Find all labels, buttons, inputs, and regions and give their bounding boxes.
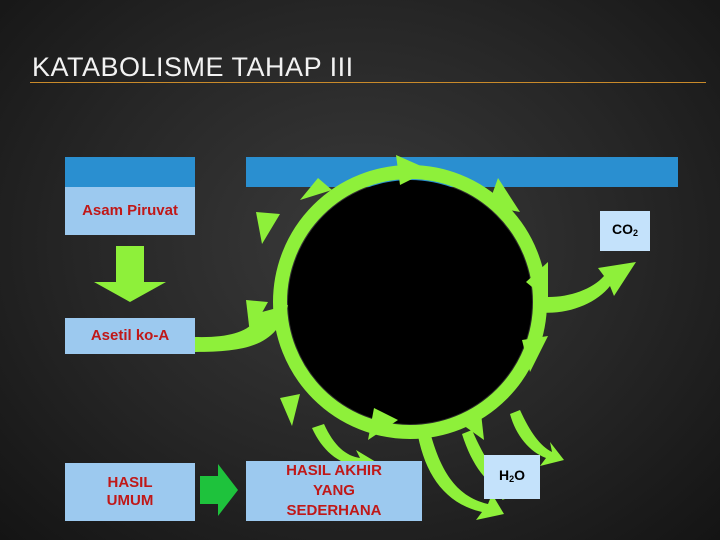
slide-title: KATABOLISME TAHAP III — [32, 52, 354, 82]
hasil-akhir-box: HASIL AKHIR YANG SEDERHANA — [246, 461, 422, 521]
cycle-center — [288, 180, 532, 424]
inlet-arrow — [195, 305, 288, 352]
co2-outlet-arrow — [536, 262, 636, 313]
asetil-koa-label: Asetil ko-A — [90, 327, 170, 344]
co2-box: CO2 — [600, 211, 650, 251]
header-strip-left — [65, 157, 195, 187]
hasil-umum-box: HASIL UMUM — [65, 463, 195, 521]
h2o-box: H2O — [484, 455, 540, 499]
hasil-umum-label: HASIL UMUM — [106, 474, 154, 509]
asetil-koa-box: Asetil ko-A — [65, 318, 195, 354]
h2o-label: H2O — [498, 467, 526, 484]
bottom-outlets — [418, 410, 564, 520]
down-arrow — [94, 246, 166, 302]
result-arrow — [200, 464, 238, 516]
asam-piruvat-label: Asam Piruvat — [82, 202, 178, 219]
asam-piruvat-box: Asam Piruvat — [65, 187, 195, 235]
co2-label: CO2 — [611, 221, 638, 238]
cycle-arrowheads — [246, 155, 548, 440]
hasil-akhir-label: HASIL AKHIR YANG SEDERHANA — [286, 462, 382, 519]
title-underline — [30, 82, 706, 83]
